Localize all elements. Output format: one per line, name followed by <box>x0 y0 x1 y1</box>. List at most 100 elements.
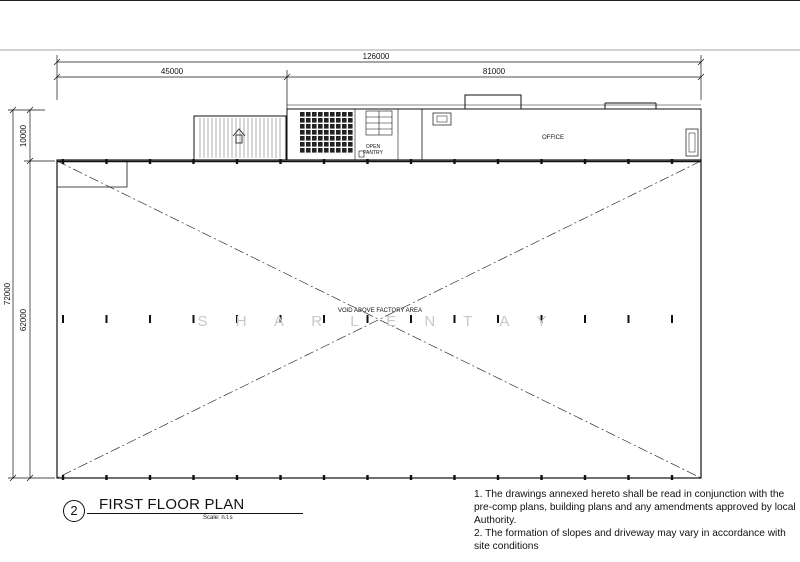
column-mid <box>279 315 282 323</box>
seat-cell <box>312 148 317 153</box>
seat-cell <box>336 124 341 129</box>
seat-cell <box>348 118 353 123</box>
seat-cell <box>348 112 353 117</box>
column-bottom <box>409 475 413 480</box>
column-top <box>366 159 369 164</box>
drawing-title-block: 2 FIRST FLOOR PLAN Scale: n.t.s <box>63 494 323 526</box>
seat-cell <box>342 130 347 135</box>
drawing-number: 2 <box>63 500 85 522</box>
upper-floor-outline <box>193 94 702 161</box>
column-top <box>192 159 195 164</box>
column-bottom <box>583 475 587 480</box>
wc-box <box>685 128 699 157</box>
seat-cell <box>348 136 353 141</box>
seat-cell <box>342 148 347 153</box>
seat-cell <box>300 130 305 135</box>
seat-cell <box>318 148 323 153</box>
ramp-hatch <box>199 118 281 158</box>
column-top <box>496 159 500 164</box>
seat-cell <box>300 136 305 141</box>
column-bottom <box>540 475 543 480</box>
column-mid <box>584 315 586 323</box>
seat-cell <box>300 118 305 123</box>
pantry-label-line1: OPEN <box>366 144 381 150</box>
seat-cell <box>300 112 305 117</box>
column-mid <box>323 315 325 323</box>
seat-cell <box>306 136 311 141</box>
seat-cell <box>324 118 329 123</box>
seat-cell <box>306 118 311 123</box>
column-top <box>453 159 456 164</box>
seat-cell <box>318 142 323 147</box>
seat-cell <box>342 142 347 147</box>
void-diagonal-1 <box>56 160 702 479</box>
column-top <box>235 159 239 164</box>
seat-cell <box>348 124 353 129</box>
seat-cell <box>348 130 353 135</box>
seat-cell <box>330 118 335 123</box>
seat-cell <box>336 130 341 135</box>
seat-cell <box>300 124 305 129</box>
dim-factory-depth-label: 62000 <box>19 308 28 331</box>
void-notch <box>57 161 128 188</box>
seat-cell <box>330 136 335 141</box>
seat-cell <box>318 130 323 135</box>
seat-cell <box>318 112 323 117</box>
column-top <box>61 159 65 164</box>
void-label: VOID ABOVE FACTORY AREA <box>338 308 422 314</box>
seat-cell <box>348 148 353 153</box>
roof-canopy <box>464 94 522 110</box>
seat-cell <box>306 112 311 117</box>
column-mid <box>671 315 673 323</box>
seat-cell <box>348 142 353 147</box>
seat-cell <box>342 112 347 117</box>
column-bottom <box>366 475 369 480</box>
drawing-scale: Scale: n.t.s <box>203 515 233 521</box>
column-top <box>279 159 282 164</box>
seat-cell <box>324 148 329 153</box>
dimension-vertical <box>8 106 55 482</box>
seat-cell <box>324 130 329 135</box>
column-bottom <box>453 475 456 480</box>
dim-top-depth-label: 10000 <box>19 124 28 147</box>
dimension-overall-width <box>53 55 705 100</box>
seat-cell <box>318 136 323 141</box>
seat-cell <box>306 142 311 147</box>
column-mid <box>540 315 543 323</box>
stair-box <box>432 112 452 126</box>
seat-cell <box>312 112 317 117</box>
column-markers <box>61 159 674 480</box>
seat-cell <box>330 124 335 129</box>
column-bottom <box>670 475 674 480</box>
column-top <box>322 159 326 164</box>
up-arrow-icon <box>232 128 246 144</box>
column-mid <box>497 315 499 323</box>
seat-cell <box>336 112 341 117</box>
factory-void <box>56 159 702 479</box>
drawing-title: FIRST FLOOR PLAN <box>99 496 245 513</box>
void-diagonal-2 <box>56 160 702 479</box>
column-mid <box>192 315 195 323</box>
seat-cell <box>324 124 329 129</box>
dim-right-width-label: 81000 <box>483 67 506 76</box>
column-bottom <box>148 475 152 480</box>
dim-left-width-label: 45000 <box>161 67 184 76</box>
seat-cell <box>300 142 305 147</box>
seat-cell <box>330 148 335 153</box>
column-top <box>583 159 587 164</box>
column-bottom <box>192 475 195 480</box>
column-mid <box>453 315 456 323</box>
factory-outline <box>56 159 702 479</box>
seat-cell <box>318 124 323 129</box>
column-mid <box>236 315 238 323</box>
seat-cell <box>318 118 323 123</box>
column-mid <box>62 315 64 323</box>
column-mid <box>410 315 412 323</box>
column-mid <box>149 315 151 323</box>
seat-cell <box>330 142 335 147</box>
office-label: OFFICE <box>542 135 564 141</box>
column-bottom <box>322 475 326 480</box>
column-top <box>409 159 413 164</box>
seat-cell <box>300 148 305 153</box>
